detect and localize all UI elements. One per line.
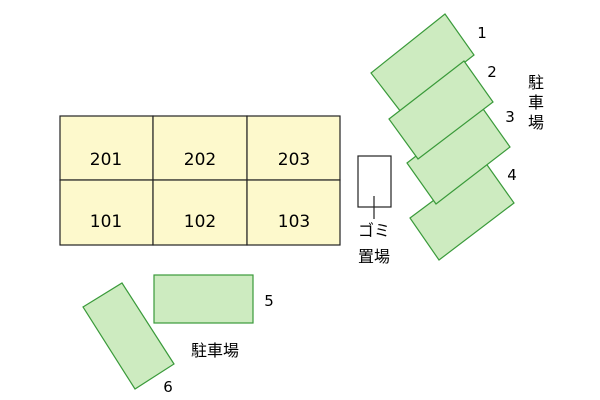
- unit-203-label: 203: [278, 150, 310, 170]
- unit-202: [152, 115, 248, 181]
- unit-103-label: 103: [278, 212, 310, 232]
- parking-label-right-1: 駐: [528, 73, 544, 92]
- unit-102: [152, 179, 248, 246]
- parking-label-bottom: 駐車場: [191, 341, 239, 360]
- parking-space-1: [370, 13, 475, 113]
- parking-right: 1 2 3 4 駐 車 場: [370, 13, 544, 261]
- unit-101: [59, 179, 154, 246]
- parking-label-right-3: 場: [528, 113, 544, 132]
- parking-number-1: 1: [477, 24, 487, 42]
- parking-label-right-2: 車: [528, 93, 544, 112]
- parking-number-6: 6: [163, 378, 173, 396]
- unit-202-label: 202: [184, 150, 216, 170]
- unit-201: [59, 115, 154, 181]
- unit-102-label: 102: [184, 212, 216, 232]
- unit-201-label: 201: [90, 150, 122, 170]
- unit-203: [246, 115, 341, 181]
- parking-space-5: [153, 274, 254, 324]
- parking-bottom: 5 6 駐車場: [82, 274, 274, 396]
- parking-space-2: [388, 60, 494, 160]
- trash-label-line2: 置場: [358, 247, 390, 266]
- unit-101-label: 101: [90, 212, 122, 232]
- parking-space-6: [82, 282, 175, 390]
- parking-number-3: 3: [505, 108, 515, 126]
- trash-area: ゴミ 置場: [357, 155, 392, 266]
- apartment-block: 201 202 203 101 102 103: [59, 115, 341, 246]
- unit-103: [246, 179, 341, 246]
- parking-number-4: 4: [507, 166, 517, 184]
- parking-number-2: 2: [487, 63, 497, 81]
- trash-label-line1: ゴミ: [358, 221, 390, 240]
- parking-number-5: 5: [264, 292, 274, 310]
